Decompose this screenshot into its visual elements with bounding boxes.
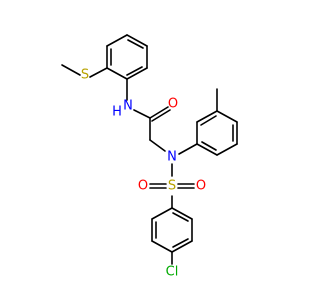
bond — [201, 141, 217, 151]
bond — [178, 143, 198, 155]
bond — [196, 143, 218, 156]
sulfur-atom-label: S — [81, 68, 89, 83]
bond — [127, 39, 144, 49]
sulfonyl-oxygen-left-label: O — [138, 179, 148, 194]
bond — [133, 109, 151, 119]
bond — [89, 67, 108, 78]
bond — [172, 238, 189, 248]
bond — [216, 143, 238, 156]
bond — [106, 67, 128, 80]
bonds — [61, 34, 238, 265]
atom-labels: S N H O N S O O Cl — [81, 68, 206, 280]
bond — [216, 110, 238, 123]
bond — [61, 64, 81, 76]
bond — [149, 106, 169, 119]
amide-nitrogen-label: N — [123, 99, 133, 114]
bond — [151, 240, 173, 253]
bond — [149, 139, 166, 152]
bond — [200, 115, 217, 126]
bond — [171, 240, 193, 253]
sulfonyl-sulfur-label: S — [168, 179, 176, 194]
bond — [151, 109, 171, 122]
amide-hydrogen-label: H — [112, 105, 122, 120]
bond — [126, 34, 148, 47]
carbonyl-oxygen-label: O — [168, 97, 178, 112]
sulfonyl-oxygen-right-label: O — [196, 179, 206, 194]
bond — [172, 212, 189, 222]
bond — [126, 67, 148, 80]
sulfonamide-nitrogen-label: N — [167, 150, 177, 165]
bond — [106, 34, 128, 47]
chlorine-atom-label: Cl — [166, 265, 179, 280]
structure-svg: S N H O N S O O Cl — [61, 34, 238, 280]
molecule-diagram: S N H O N S O O Cl — [61, 34, 238, 280]
bond — [126, 66, 143, 76]
bond — [196, 110, 218, 123]
bond — [151, 207, 173, 220]
bond — [171, 207, 193, 220]
